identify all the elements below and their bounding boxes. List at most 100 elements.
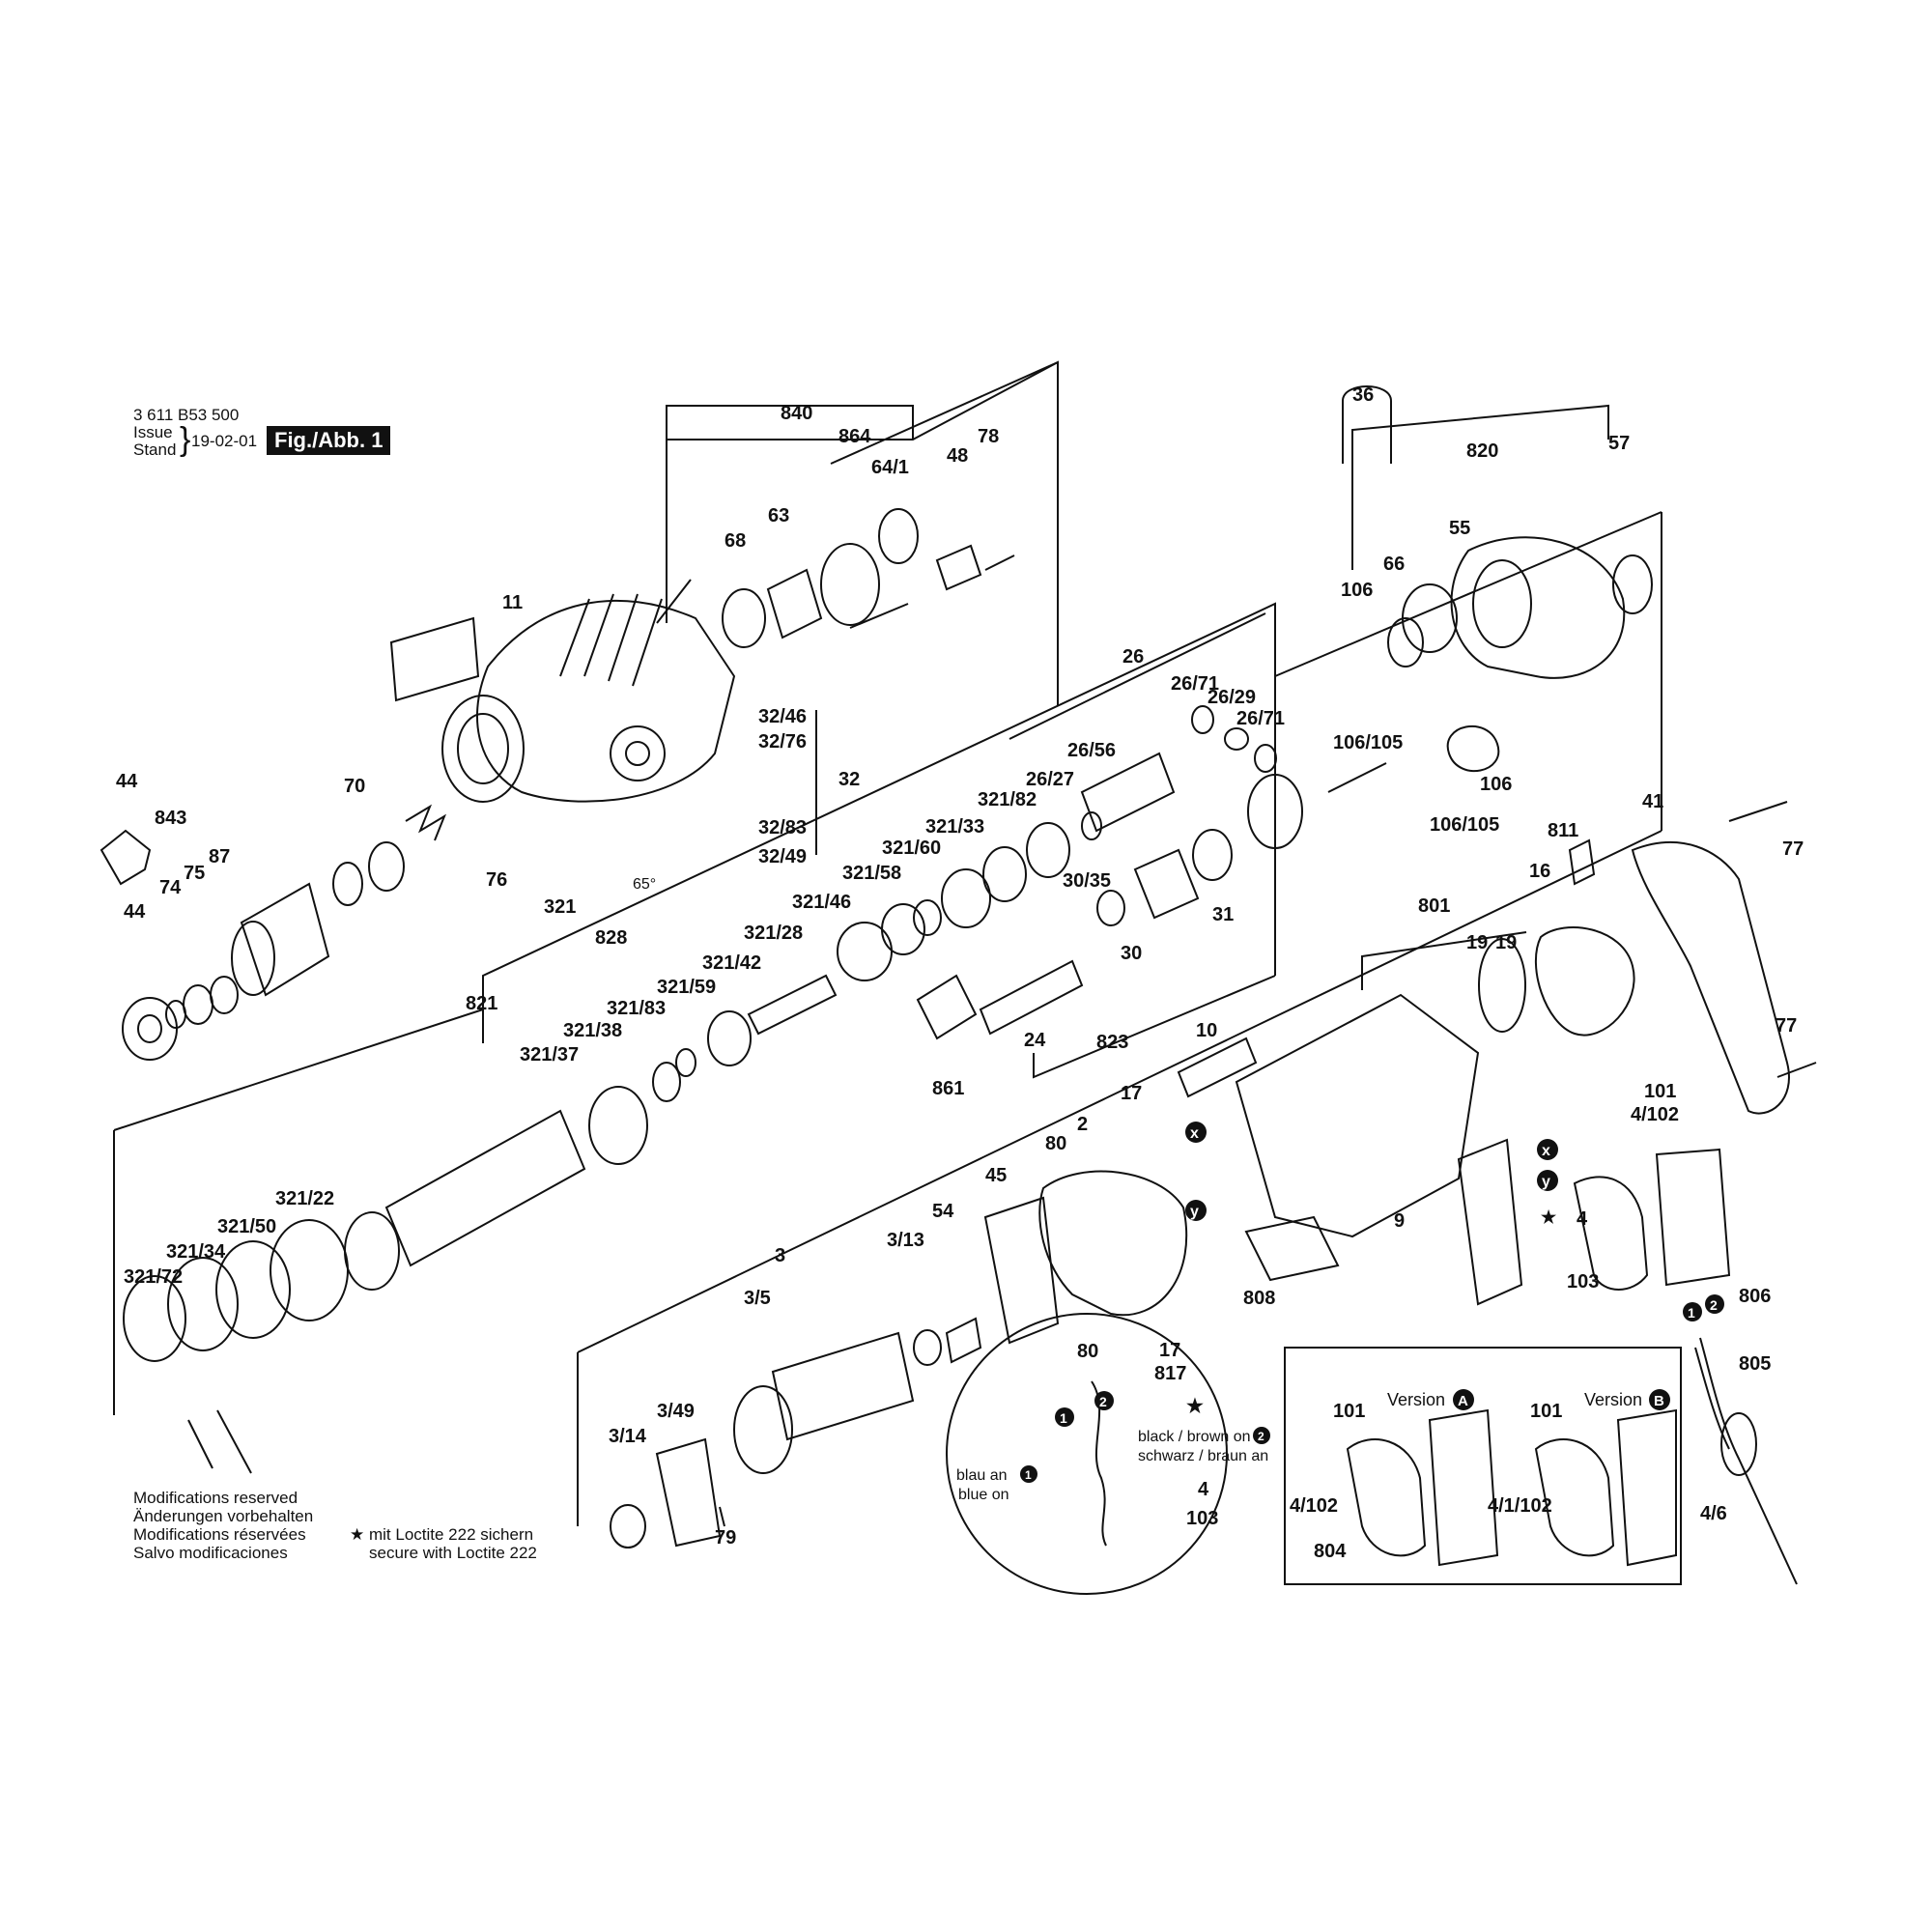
armature-fan-3-5 [733,1385,793,1474]
marker-x: x [1190,1125,1199,1142]
callout-26-27: 26/27 [1026,769,1074,790]
gear-shaft-24 [979,959,1084,1036]
callout-30: 30 [1121,943,1142,964]
callout-68: 68 [724,530,746,552]
callout-44b: 44 [124,901,146,923]
callout-26-71b: 26/71 [1236,708,1285,729]
piston-26-56 [1081,811,1102,840]
footer-loctite-de: mit Loctite 222 sichern [368,1525,534,1544]
spring-106-105 [1327,762,1387,793]
callout-55: 55 [1449,518,1470,539]
callout-106: 106 [1341,580,1373,601]
marker-x-circle [1185,1122,1207,1143]
callout-32-83: 32/83 [758,817,807,838]
callout-2: 2 [1077,1114,1088,1135]
marker-x2-circle [1537,1139,1558,1160]
callout-74: 74 [159,877,182,898]
footer-mod-fr: Modifications réservées [133,1525,306,1544]
spring-ring [368,841,405,892]
brace: } [180,421,191,458]
bearing-3-13 [913,1329,942,1366]
issue-label: Issue [133,423,173,441]
callout-87: 87 [209,846,230,867]
ring-70 [332,862,363,906]
detail-circle [946,1313,1228,1595]
marker-two-circle [1705,1294,1724,1314]
callout-17b: 17 [1159,1340,1180,1361]
ring-321-22 [270,1219,349,1321]
callout-3-14: 3/14 [609,1426,647,1447]
figure-badge: Fig./Abb. 1 [267,426,391,455]
ring-321-72 [123,1275,186,1362]
callout-106-105: 106/105 [1333,732,1403,753]
ring-321-82 [982,846,1027,902]
callout-32-49: 32/49 [758,846,807,867]
screw-77-top [1728,801,1788,822]
marker-y-circle [1185,1200,1207,1221]
label-plate-11 [389,616,480,702]
callout-4: 4 [1577,1208,1588,1230]
callout-106b: 106 [1480,774,1512,795]
callout-inset-101a: 101 [1333,1401,1365,1422]
footer-loctite: ★ mit Loctite 222 sichern secure with Lo… [350,1525,537,1562]
callout-821: 821 [466,993,497,1014]
marker-x2: x [1542,1143,1550,1159]
brush-holder-16 [1534,926,1635,1037]
callout-843: 843 [155,808,186,829]
callout-4-102: 4/102 [1631,1104,1679,1125]
ring-64-1 [878,508,919,564]
piston-26-27 [1026,822,1070,878]
switch-version-b-body [1616,1408,1677,1567]
version-b-badge [1649,1389,1670,1410]
version-a-letter: A [1458,1393,1468,1409]
group-line-right-top [1274,511,1662,677]
callout-80b: 80 [1077,1341,1098,1362]
callout-101: 101 [1644,1081,1676,1102]
callout-80: 80 [1045,1133,1066,1154]
ram-front [344,1211,400,1291]
ring-321-34 [167,1257,239,1351]
screw-79 [719,1506,725,1527]
callout-864: 864 [838,426,871,447]
callout-57: 57 [1608,433,1630,454]
callout-26-56: 26/56 [1067,740,1116,761]
selector-dial-hub [625,741,650,766]
armature-3 [771,1331,915,1441]
switch-version-a [1346,1438,1427,1557]
spring-coil [405,804,447,841]
callout-36: 36 [1352,384,1374,406]
note-black-de: schwarz / braun an [1138,1448,1268,1464]
callout-11: 11 [502,592,523,613]
callout-806: 806 [1739,1286,1771,1307]
note-black-en: black / brown on [1138,1429,1251,1445]
motor-housing-801 [1235,993,1480,1238]
group-line-26 [1009,612,1266,740]
bit-d [849,603,909,629]
callout-321-33: 321/33 [925,816,984,838]
label-10 [1177,1037,1258,1098]
callout-321-34: 321/34 [166,1241,226,1263]
stand-label: Stand [133,440,177,459]
callout-30-35: 30/35 [1063,870,1111,892]
needle-cage-63 [766,568,823,639]
striker-rod [747,974,838,1036]
strain-relief-4-6 [1720,1412,1757,1476]
callout-321-42: 321/42 [702,952,761,974]
callout-3-5: 3/5 [744,1288,771,1309]
detail-marker-one-circle [1055,1407,1074,1427]
callout-48: 48 [947,445,968,467]
callout-32-46: 32/46 [758,706,807,727]
pin-26-29 [1224,727,1249,751]
callout-817: 817 [1154,1363,1186,1384]
label-808 [1244,1215,1340,1282]
part-number: 3 611 B53 500 [133,406,240,424]
gear-sleeve-64 [820,543,880,626]
callout-3: 3 [775,1245,785,1266]
ring-87 [210,976,239,1014]
note-blue-en: blue on [958,1487,1009,1503]
bearing-321-38 [588,1086,648,1165]
piston-26 [1080,752,1176,833]
callout-321-59: 321/59 [657,977,716,998]
detail-marker-one: 1 [1060,1410,1067,1426]
coil-spring-106 [1446,725,1500,772]
